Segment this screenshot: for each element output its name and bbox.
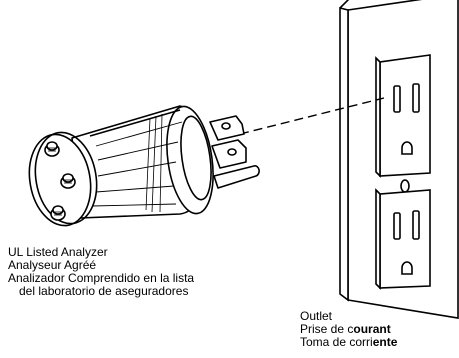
lower-receptacle [375,188,431,290]
upper-receptacle [375,54,431,178]
analyzer-caption: UL Listed Analyzer Analyseur Agréé Anali… [8,246,194,298]
lower-ground-hole [401,261,413,275]
upper-ground-hole [401,141,413,155]
analyzer-caption-line-4: del laboratorio de aseguradores [19,284,189,298]
outlet-caption: Outlet Prise de courant Toma de corrient… [300,310,397,349]
lower-slot-left [393,212,401,240]
outlet-caption-line-3: Toma de corriente [300,336,397,349]
indicator-lamp-middle [60,173,76,189]
outlet-caption-line-3-a: Toma de corri [300,335,373,349]
plate-screw [400,179,410,193]
upper-slot-left [393,85,401,113]
analyzer-plug [28,105,260,227]
analyzer-caption-line-3: Analizador Comprendido en la lista [8,271,195,285]
alignment-guide [239,97,385,135]
indicator-lamp-bottom [50,205,66,221]
outlet-caption-line-2-a: Prise de c [300,322,354,336]
outlet-caption-line-1: Outlet [300,309,333,323]
outlet-caption-line-2-bold: ourant [353,322,391,336]
upper-slot-right [412,83,420,113]
analyzer-caption-line-2: Analyseur Agréé [8,258,97,272]
analyzer-caption-line-1: UL Listed Analyzer [8,245,108,259]
lower-slot-right [412,210,420,240]
plug-prongs [209,115,260,189]
outlet-caption-line-3-bold: ente [372,335,398,349]
outlet-caption-line-2: Prise de courant [300,323,397,336]
analyzer-face [28,131,98,227]
indicator-lamp-top [44,141,60,157]
plug-body [71,105,214,219]
